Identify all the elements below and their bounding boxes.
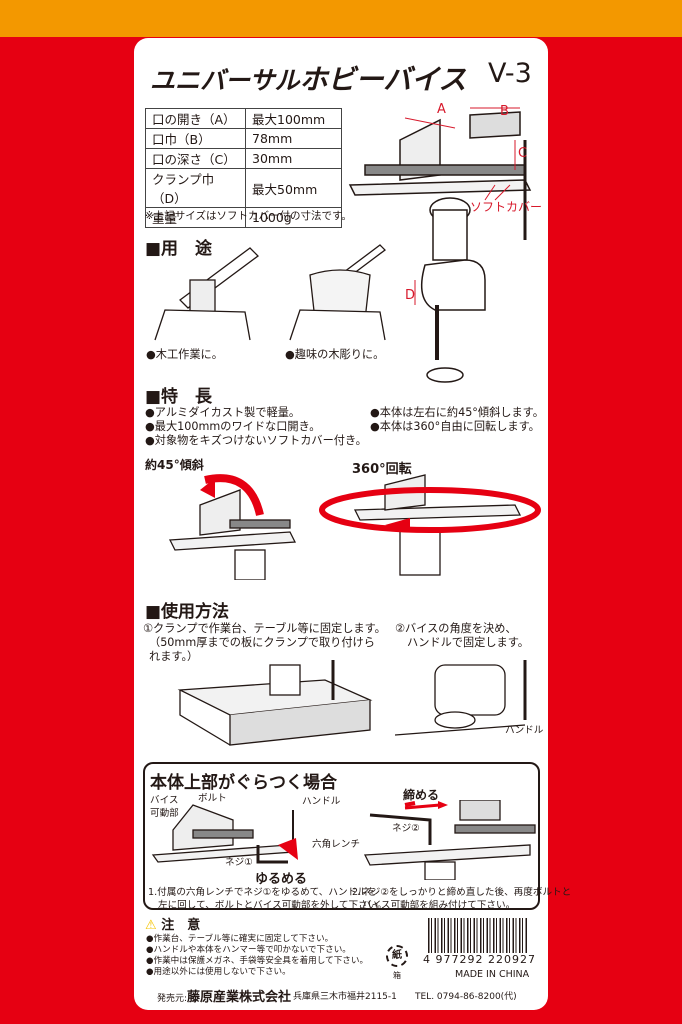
table-row: 口の開き（A）最大100mm xyxy=(145,108,342,129)
recycle-label: 箱 xyxy=(393,971,401,980)
label-hex-wrench: 六角レンチ xyxy=(312,839,360,850)
label-bolt: ボルト xyxy=(198,793,227,804)
feature-list-left: ●アルミダイカスト製で軽量。●最大100mmのワイドな口開き。●対象物をキズつけ… xyxy=(145,406,367,447)
product-title: ユニバーサルホビーバイス xyxy=(150,63,467,96)
label-loosen: ゆるめる xyxy=(255,872,308,887)
rotate-illustration xyxy=(319,474,541,576)
label-c: C xyxy=(518,146,528,161)
barcode-number: 4 977292 220927 xyxy=(420,953,539,966)
usage-step2: ②バイスの角度を決め、ハンドルで固定します。 xyxy=(395,622,529,649)
wobble-box xyxy=(143,762,540,910)
wobble-step1: 1.付属の六角レンチでネジ①をゆるめて、ハンドルを左に回して、ボルトとバイス可動… xyxy=(148,887,387,911)
label-a: A xyxy=(437,102,446,117)
wobble-heading: 本体上部がぐらつく場合 xyxy=(150,773,337,793)
table-row: 口巾（B）78mm xyxy=(145,128,342,149)
caution-list: ●作業台、テーブル等に確実に固定して下さい。●ハンドルや本体をハンマー等で叩かな… xyxy=(146,934,369,977)
seller: 発売元:藤原産業株式会社 xyxy=(157,990,292,1005)
uses-heading: ■用 途 xyxy=(145,239,213,259)
warning-icon: ⚠ xyxy=(145,918,157,933)
label-soft-cover: ソフトカバー xyxy=(470,200,543,214)
label-b: B xyxy=(500,104,509,119)
usage-step1: ①クランプで作業台、テーブル等に固定します。（50mm厚までの板にクランプで取り… xyxy=(143,622,386,663)
label-vise-movable: バイス可動部 xyxy=(150,795,179,819)
use-item: ●木工作業に。 xyxy=(146,348,223,361)
carving-illustration xyxy=(289,244,386,341)
label-screw1: ネジ① xyxy=(225,857,253,868)
wobble-step2: 2.ネジ②をしっかりと締め直した後、再度ボルトとバイス可動部を組み付けて下さい。 xyxy=(352,887,572,911)
address: 兵庫県三木市福井2115-1 xyxy=(293,992,397,1002)
feature-list-right: ●本体は左右に約45°傾斜します。●本体は360°自由に回転します。 xyxy=(370,406,544,433)
loosen-illustration xyxy=(151,804,298,864)
table-row: 口の深さ（C）30mm xyxy=(145,148,342,169)
usage-heading: ■使用方法 xyxy=(145,602,230,622)
rotate-label: 360°回転 xyxy=(352,462,412,477)
tilt-label: 約45°傾斜 xyxy=(145,458,204,472)
woodwork-illustration xyxy=(154,247,259,341)
angle-handle-illustration xyxy=(395,660,527,736)
label-tighten: 締める xyxy=(403,788,440,802)
vise-illustration xyxy=(348,107,532,383)
caution-heading: ⚠ 注 意 xyxy=(145,918,201,933)
top-band xyxy=(0,0,682,37)
origin-label: MADE IN CHINA xyxy=(455,969,530,980)
handle-label: ハンドル xyxy=(505,725,544,736)
tel: TEL. 0794-86-8200(代) xyxy=(415,992,517,1002)
tilt-illustration xyxy=(168,474,297,580)
paper-recycle-icon: 紙 xyxy=(386,945,408,967)
table-row: クランプ巾（D）最大50mm xyxy=(145,168,342,208)
features-heading: ■特 長 xyxy=(145,387,213,407)
model-number: V-3 xyxy=(488,58,532,89)
use-item: ●趣味の木彫りに。 xyxy=(285,348,385,361)
label-d: D xyxy=(405,288,416,303)
spec-table: 口の開き（A）最大100mm 口巾（B）78mm 口の深さ（C）30mm クラン… xyxy=(145,108,342,228)
tighten-illustration xyxy=(363,800,536,880)
label-screw2: ネジ② xyxy=(392,823,420,834)
clamp-table-illustration xyxy=(177,660,373,746)
spec-note: ※上記サイズはソフトカバー付の寸法です。 xyxy=(145,210,352,222)
label-handle: ハンドル xyxy=(302,796,341,807)
